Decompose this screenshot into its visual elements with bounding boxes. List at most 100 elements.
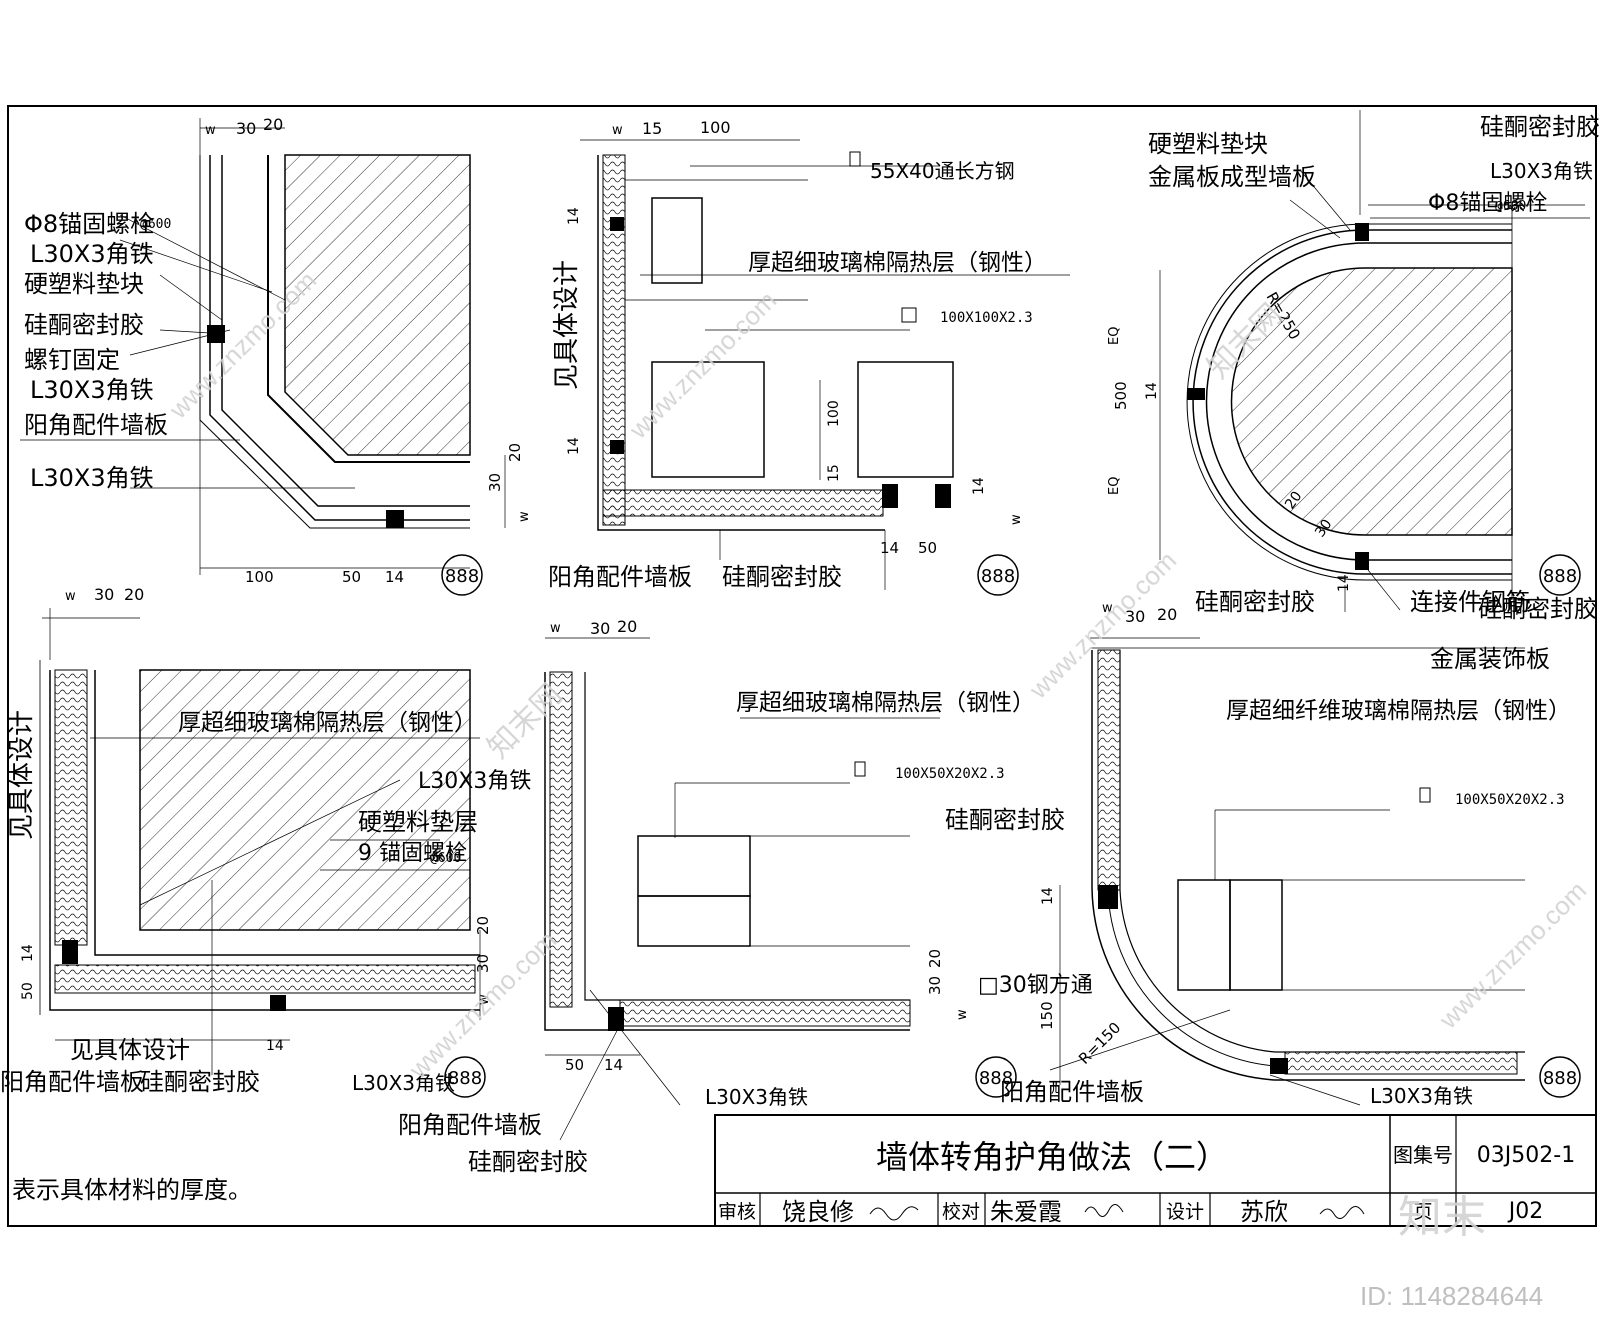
watermark-brand: 知末 [1398,1193,1486,1242]
dim-30-v: 30 [486,473,504,492]
check-label: 校对 [942,1201,980,1223]
label-angle-iron-8: L30X3角铁 [1370,1084,1473,1108]
dim-150: 150 [1038,1001,1056,1030]
label-corner-panel: 阳角配件墙板 [24,411,168,439]
label-metal-panel: 金属板成型墙板 [1148,163,1316,191]
dim-50-4: 50 [20,982,36,1000]
label-corner-panel-6: 阳角配件墙板 [1000,1078,1144,1106]
dim-30-4: 30 [94,585,114,604]
callout-888-5: 888 [979,1068,1013,1089]
dim-20-5v: 20 [926,949,944,968]
label-square-steel: 55X40通长方钢 [870,159,1015,183]
title-block: 墙体转角护角做法（二） 图集号 03J502-1 审核 饶良修 校对 朱爱霞 设… [714,1114,1597,1227]
label-see-design: 见具体设计 [552,260,582,390]
dim-14-7: 14 [266,1038,284,1054]
label-box-section: 100X100X2.3 [940,310,1033,326]
dim-14-5: 14 [1336,574,1352,592]
detail-6: w 30 20 14 150 R=150 硅酮密封胶 金属装饰板 厚超细纤维玻璃… [945,595,1598,1108]
label-connector-rebar: 连接件钢筋 [1410,588,1530,616]
label-screw: 螺钉固定 [24,346,120,374]
dim-30-5: 30 [590,619,610,638]
label-anchor-bolt-4: 9 锚固螺栓 [358,841,467,866]
review-signature [869,1206,919,1221]
label-sealant-3: 硅酮密封胶 [1480,113,1600,141]
label-channel-6: 100X50X20X2.3 [1455,792,1565,808]
dim-50: 50 [342,568,361,586]
label-overlap-4: @600 [430,851,461,866]
dim-15-v: 15 [826,464,842,482]
label-see-design-4b: 见具体设计 [70,1036,190,1064]
callout-888-4: 888 [448,1068,482,1089]
label-insulation-2: 厚超细玻璃棉隔热层（钢性） [748,250,1047,276]
dim-20-6: 20 [1157,605,1177,624]
check-name: 朱爱霞 [990,1198,1062,1226]
detail-1: w 30 20 100 50 14 20 30 w @600 Φ8锚固螺栓 L3… [20,115,532,596]
dim-w: w [205,123,216,138]
callout-888-6: 888 [1543,1068,1577,1089]
dim-50-2: 50 [918,539,937,557]
label-sealant-4: 硅酮密封胶 [140,1068,260,1096]
detail-2: w 15 100 14 14 100 15 14 w 14 50 55X40通长… [548,118,1070,596]
atlas-label: 图集号 [1393,1143,1453,1167]
dim-20-5: 20 [617,617,637,636]
design-signature [1319,1206,1365,1219]
label-insulation-6: 厚超细纤维玻璃棉隔热层（钢性） [1226,698,1571,724]
dim-30: 30 [236,119,256,138]
dim-30-4v: 30 [474,954,492,973]
watermark-site-4: www.znzmo.com [402,925,562,1085]
dim-20-v: 20 [506,443,524,462]
label-angle-iron-2: L30X3角铁 [30,376,154,404]
label-angle-iron: L30X3角铁 [30,240,154,268]
label-sealant: 硅酮密封胶 [24,311,144,339]
dim-100: 100 [245,568,274,586]
dim-500: 500 [1112,381,1130,410]
dim-eq-2: EQ [1107,477,1122,495]
label-insulation-5: 厚超细玻璃棉隔热层（钢性） [736,690,1035,716]
label-angle-iron-7: L30X3角铁 [705,1085,808,1109]
dim-20-4: 20 [124,585,144,604]
label-anchor-bolt: Φ8锚固螺栓 [24,210,154,238]
watermark-id: ID: 1148284644 [1360,1281,1543,1311]
dim-100-2: 100 [700,118,731,137]
label-steel-tube: □30钢方通 [978,973,1093,998]
page-label: 页 [1413,1201,1432,1223]
dim-eq-1: EQ [1107,327,1122,345]
detail-5: w 30 20 50 14 20 30 w 厚超细玻璃棉隔热层（钢性） 100X… [398,617,1035,1176]
label-channel-5: 100X50X20X2.3 [895,766,1005,782]
callout-888-1: 888 [445,566,479,587]
label-angle-iron-5: L30X3角铁 [418,769,531,794]
label-sealant-5: 硅酮密封胶 [468,1148,588,1176]
label-angle-iron-6: L30X3角铁 [352,1071,455,1095]
callout-888-3: 888 [1543,566,1577,587]
label-overlap: @600 [140,217,171,232]
label-angle-iron-3: L30X3角铁 [30,464,154,492]
dim-30-6: 30 [1125,607,1145,626]
dim-w-v2: w [1009,514,1024,525]
dim-w-4: w [65,589,76,604]
dim-w-5v: w [955,1009,970,1020]
dim-15: 15 [642,119,662,138]
design-name: 苏欣 [1240,1198,1288,1226]
dim-14-8: 14 [604,1056,623,1074]
dim-100-v: 100 [826,400,842,427]
review-label: 审核 [718,1201,756,1223]
label-angle-iron-4: L30X3角铁 [1490,159,1593,183]
note-thickness: 表示具体材料的厚度。 [12,1176,252,1204]
design-label: 设计 [1166,1201,1204,1223]
label-plastic-pad-3: 硬塑料垫块 [1148,130,1268,158]
dim-14-6: 14 [20,944,36,962]
label-anchor-bolt-3: Φ8锚固螺栓 [1428,191,1547,216]
dim-w-4v: w [477,994,492,1005]
label-sealant-6a: 硅酮密封胶 [1478,595,1598,623]
dim-30-5v: 30 [926,976,944,995]
label-corner-panel-2: 阳角配件墙板 [548,563,692,591]
dim-14: 14 [385,568,404,586]
dim-14-4: 14 [1144,382,1160,400]
review-name: 饶良修 [782,1198,854,1226]
label-insulation-4: 厚超细玻璃棉隔热层（钢性） [178,710,477,736]
drawing-title: 墙体转角护角做法（二） [876,1138,1228,1176]
dim-w-6: w [1102,601,1113,616]
dim-14-h: 14 [880,539,899,557]
watermark-site-2: www.znzmo.com [622,285,782,445]
